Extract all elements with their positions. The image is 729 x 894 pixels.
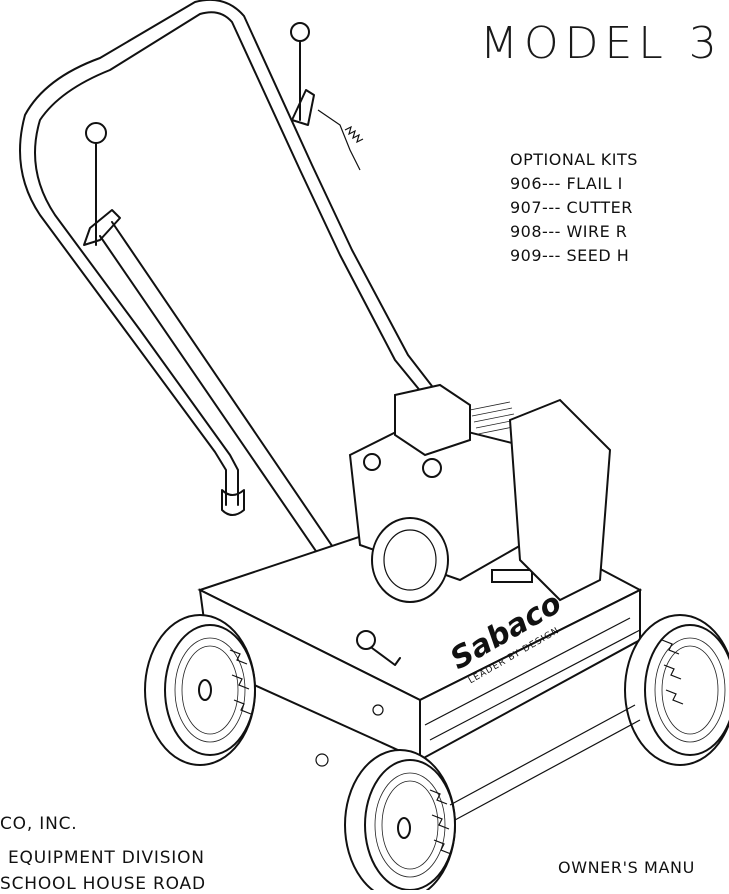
- kit-item: 906--- FLAIL I: [510, 174, 623, 193]
- wheel-front-left: [344, 749, 456, 890]
- company-division: EQUIPMENT DIVISION: [8, 848, 205, 868]
- wheel-rear-left: [144, 614, 256, 766]
- wheel-front-right: [624, 614, 729, 766]
- optional-kits-list: OPTIONAL KITS 906--- FLAIL I 907--- CUTT…: [510, 148, 638, 268]
- company-address: SCHOOL HOUSE ROAD: [0, 874, 206, 894]
- kit-item: 908--- WIRE R: [510, 222, 628, 241]
- kit-item: 909--- SEED H: [510, 246, 630, 265]
- lever-left: [83, 122, 121, 246]
- company-name: CO, INC.: [0, 814, 78, 834]
- depth-knob: [315, 630, 401, 767]
- lever-right: [290, 22, 364, 171]
- model-title: MODEL 3: [480, 18, 723, 69]
- engine: [348, 383, 533, 603]
- kit-item: 907--- CUTTER: [510, 198, 633, 217]
- optional-kits-heading: OPTIONAL KITS: [510, 150, 638, 169]
- owners-manual-title: OWNER'S MANU: [558, 858, 695, 877]
- handle-frame: [19, 0, 453, 516]
- belt-guard: [508, 398, 612, 602]
